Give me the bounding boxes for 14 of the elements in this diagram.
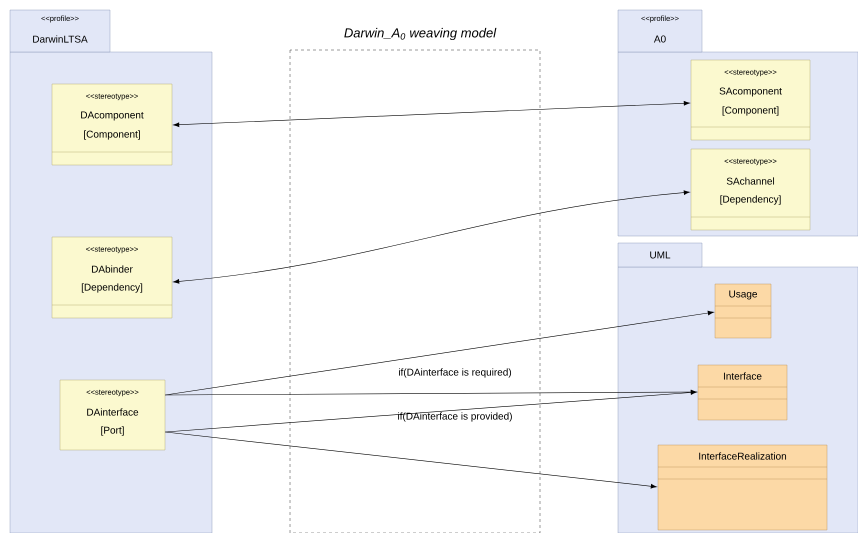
- condition-label: if(DAinterface is required): [399, 368, 512, 378]
- arrow: [164, 390, 697, 396]
- node-label: UML: [650, 252, 670, 258]
- class-box: InterfaceRealization: [658, 444, 828, 530]
- node-label: DarwinLTSA: [33, 35, 88, 43]
- title: Darwin_A$_{0}$ weaving model: [344, 28, 496, 40]
- arrow: [173, 190, 690, 284]
- arrow: [173, 101, 690, 127]
- condition-label: if(DAinterface is provided): [398, 412, 512, 422]
- node-label: A0: [654, 35, 666, 43]
- arrow: [164, 432, 657, 489]
- class-box: Interface: [698, 364, 788, 420]
- class-box: Usage: [714, 284, 772, 338]
- arrow: [164, 390, 697, 432]
